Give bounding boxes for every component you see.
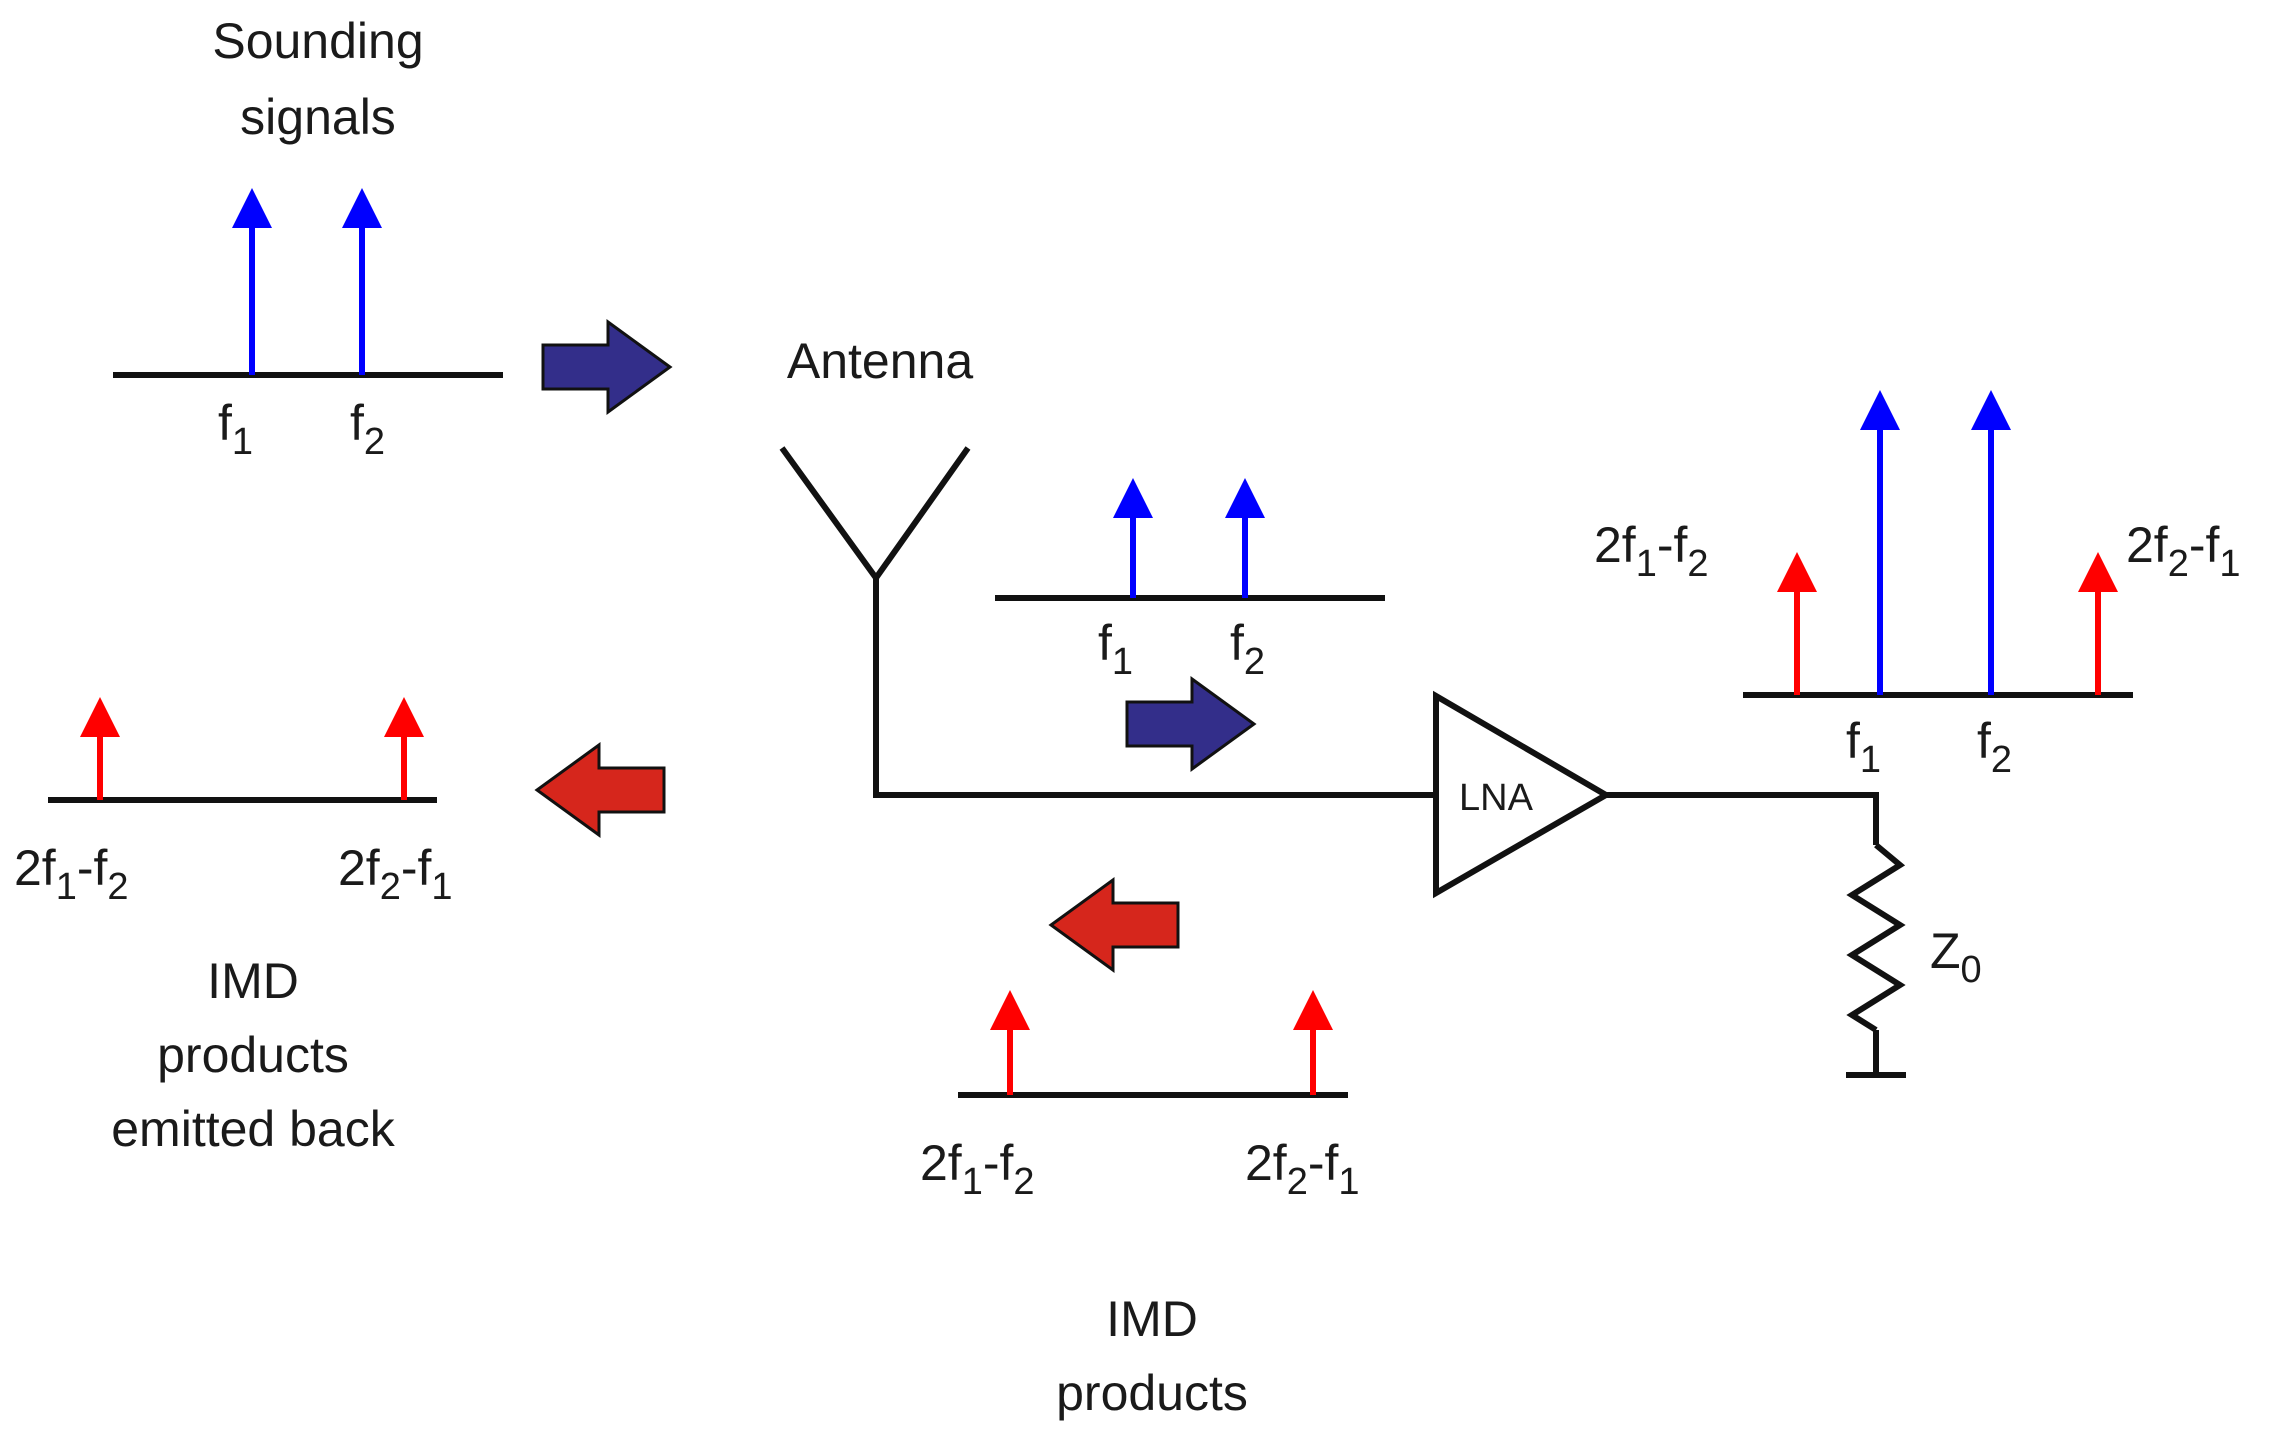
left-arrow-icon bbox=[534, 742, 666, 838]
left-arrow-icon bbox=[1048, 877, 1180, 973]
up-arrow-icon bbox=[80, 697, 120, 737]
emitted-imd-low-label: 2f1-f2 bbox=[14, 840, 129, 908]
sounding-tone-f1 bbox=[232, 188, 272, 375]
sounding-signals-title-line2: signals bbox=[240, 89, 396, 145]
sounding-f1-label: f1 bbox=[218, 395, 253, 463]
output-f2-label: f2 bbox=[1977, 713, 2012, 781]
up-arrow-icon bbox=[1777, 552, 1817, 592]
antenna-icon bbox=[779, 446, 971, 795]
output-imd-low bbox=[1777, 552, 1817, 695]
up-arrow-icon bbox=[232, 188, 272, 228]
resistor-zigzag-icon bbox=[1846, 842, 1906, 1075]
imd-emitted-title-line2: products bbox=[157, 1027, 349, 1083]
received-f2-label: f2 bbox=[1230, 615, 1265, 683]
lna-label: LNA bbox=[1459, 777, 1534, 819]
output-tone-f2 bbox=[1971, 390, 2011, 695]
output-tone-f1 bbox=[1860, 390, 1900, 695]
up-arrow-icon bbox=[2078, 552, 2118, 592]
output-imd-low-label: 2f1-f2 bbox=[1594, 517, 1709, 585]
imd-emitted-title-line3: emitted back bbox=[111, 1101, 395, 1157]
sounding-signals-panel: Sounding signals f1 f2 bbox=[113, 13, 503, 463]
up-arrow-icon bbox=[1293, 990, 1333, 1030]
emitted-imd-high-label: 2f2-f1 bbox=[338, 840, 453, 908]
up-arrow-icon bbox=[1225, 478, 1265, 518]
antenna: Antenna bbox=[779, 333, 973, 795]
output-f1-label: f1 bbox=[1846, 713, 1881, 781]
imd-products-panel: 2f1-f2 2f2-f1 IMD products bbox=[920, 990, 1360, 1421]
received-tones-panel: f1 f2 bbox=[995, 478, 1385, 683]
z0-label: Z0 bbox=[1930, 923, 1982, 991]
antenna-label: Antenna bbox=[787, 333, 973, 389]
up-arrow-icon bbox=[1113, 478, 1153, 518]
lna-output-line bbox=[1606, 792, 1879, 845]
imd-low-line bbox=[990, 990, 1030, 1095]
imd-products-title-line1: IMD bbox=[1106, 1291, 1198, 1347]
lna-amplifier: LNA bbox=[1433, 690, 1612, 899]
right-arrow-icon bbox=[541, 319, 673, 415]
right-arrow-icon bbox=[1125, 676, 1257, 772]
emitted-imd-high bbox=[384, 697, 424, 800]
imd-low-label: 2f1-f2 bbox=[920, 1135, 1035, 1203]
received-tone-f1 bbox=[1113, 478, 1153, 598]
up-arrow-icon bbox=[1971, 390, 2011, 430]
imd-emitted-back-panel: 2f1-f2 2f2-f1 IMD products emitted back bbox=[14, 697, 453, 1157]
sounding-signals-title-line1: Sounding bbox=[212, 13, 423, 69]
output-imd-high-label: 2f2-f1 bbox=[2126, 517, 2241, 585]
sounding-tone-f2 bbox=[342, 188, 382, 375]
received-tone-f2 bbox=[1225, 478, 1265, 598]
sounding-f2-label: f2 bbox=[350, 395, 385, 463]
amplifier-triangle-icon bbox=[1433, 690, 1612, 899]
imd-products-title-line2: products bbox=[1056, 1365, 1248, 1421]
up-arrow-icon bbox=[1860, 390, 1900, 430]
up-arrow-icon bbox=[990, 990, 1030, 1030]
imd-emitted-title-line1: IMD bbox=[207, 953, 299, 1009]
up-arrow-icon bbox=[384, 697, 424, 737]
emitted-imd-low bbox=[80, 697, 120, 800]
output-imd-high bbox=[2078, 552, 2118, 695]
imd-high-line bbox=[1293, 990, 1333, 1095]
imd-high-label: 2f2-f1 bbox=[1245, 1135, 1360, 1203]
up-arrow-icon bbox=[342, 188, 382, 228]
received-f1-label: f1 bbox=[1098, 615, 1133, 683]
lna-output-spectrum-panel: 2f1-f2 2f2-f1 f1 f2 bbox=[1594, 390, 2241, 781]
